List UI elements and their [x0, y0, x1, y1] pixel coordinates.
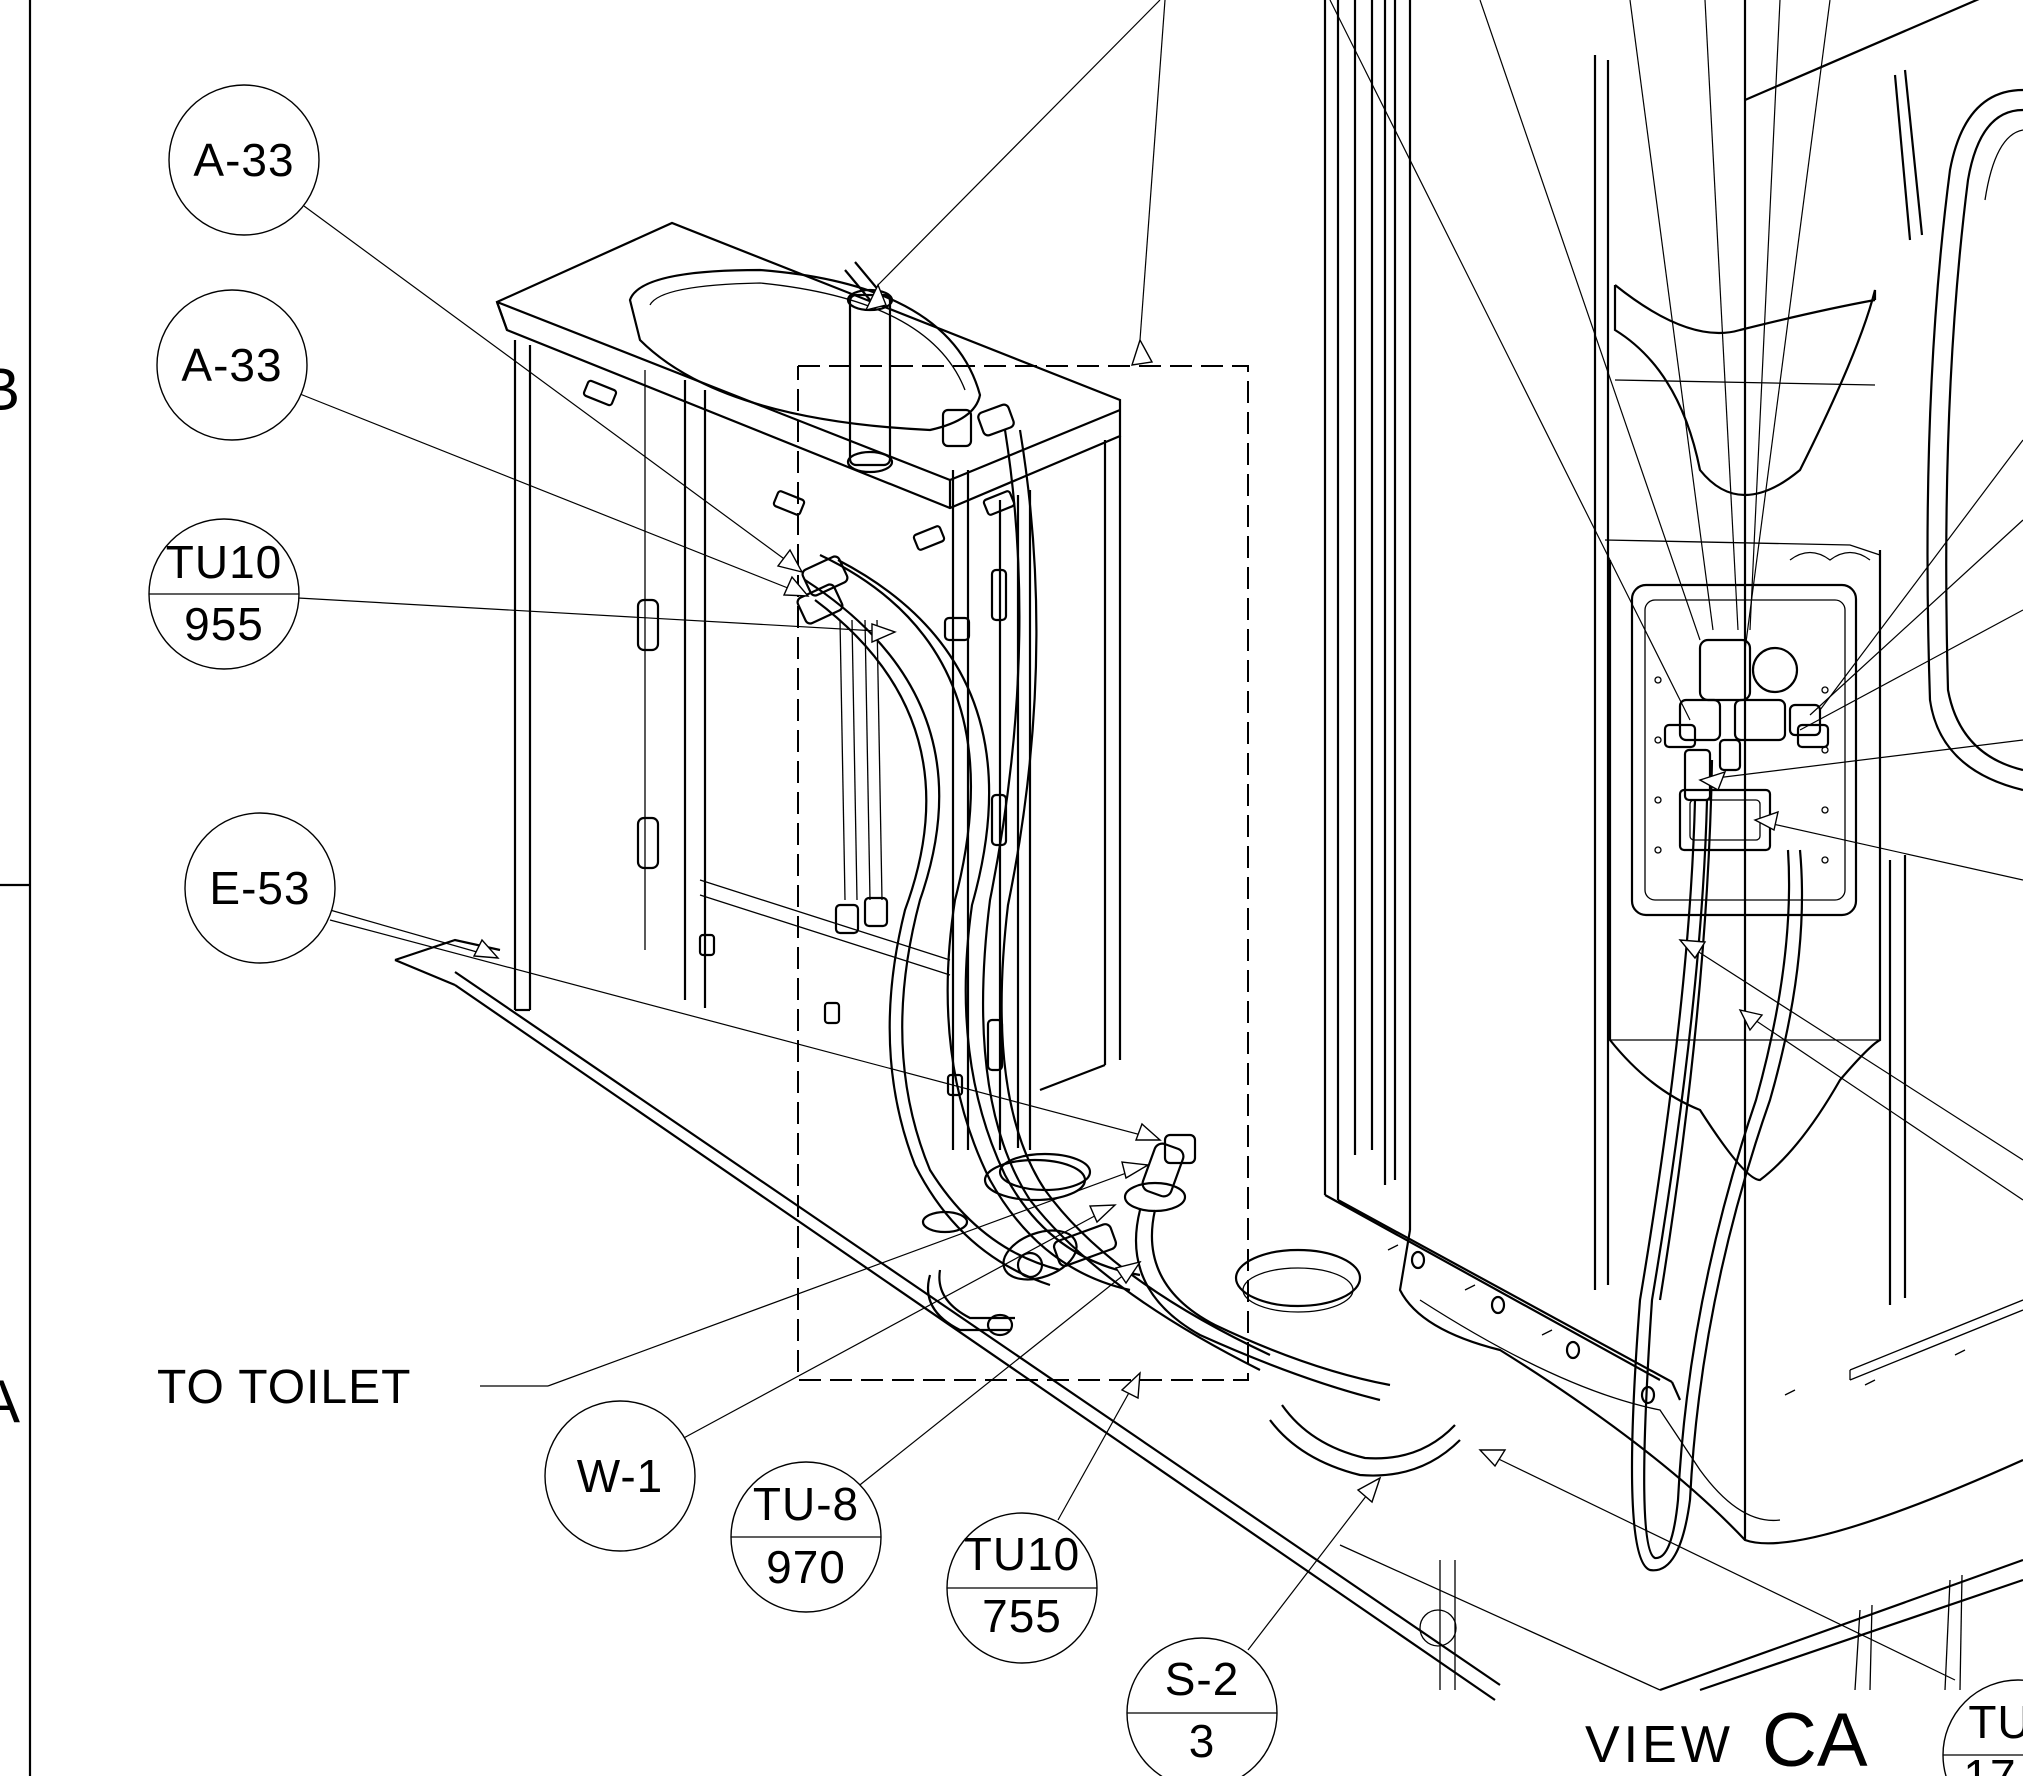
- callout-tu8-970: TU-8 970: [730, 1260, 1142, 1613]
- leader-lines: [864, 0, 2023, 1681]
- view-word: VIEW: [1585, 1716, 1734, 1774]
- callout-a33-lower: A-33: [156, 289, 810, 597]
- callout-s2-3-top: S-2: [1165, 1653, 1240, 1705]
- callout-e53-label: E-53: [209, 862, 310, 914]
- shower-cabin: [983, 0, 2023, 1572]
- view-label: VIEW CA: [1585, 1698, 1868, 1776]
- callout-s2-3-bottom: 3: [1189, 1715, 1216, 1767]
- wash-basin-cabinet: [495, 221, 1122, 1150]
- callout-w1-label: W-1: [577, 1450, 664, 1502]
- callout-tu8-970-top: TU-8: [753, 1478, 859, 1530]
- callout-tu10-755-top: TU10: [964, 1528, 1080, 1580]
- zone-marker-b: B: [0, 356, 20, 423]
- floor-platform: [394, 938, 2023, 1701]
- zone-marker-a: A: [0, 1368, 20, 1435]
- water-hoses: [796, 403, 1461, 1477]
- callout-tu-partial-bottom: 17: [1963, 1750, 2016, 1776]
- drawing-border: B A: [0, 0, 32, 1776]
- to-toilet-label: TO TOILET: [157, 1361, 411, 1414]
- faucet: [844, 261, 894, 474]
- callout-a33-lower-label: A-33: [181, 339, 282, 391]
- callout-tu8-970-bottom: 970: [766, 1541, 846, 1593]
- view-boundary: [797, 365, 1249, 1381]
- view-id: CA: [1762, 1698, 1868, 1776]
- callout-tu10-955-top: TU10: [166, 536, 282, 588]
- callout-tu10-755-bottom: 755: [982, 1590, 1062, 1642]
- callout-tu10-955: TU10 955: [148, 518, 897, 670]
- callout-tu-partial: TU 17: [1942, 1679, 2023, 1776]
- callout-tu-partial-top: TU: [1968, 1696, 2023, 1748]
- callout-w1: W-1: [544, 1204, 1117, 1552]
- callout-tu10-755: TU10 755: [946, 1371, 1141, 1664]
- callout-a33-upper: A-33: [168, 84, 804, 574]
- callout-s2-3: S-2 3: [1126, 1476, 1382, 1776]
- to-toilet-label-group: TO TOILET: [157, 1161, 1151, 1414]
- callout-tu10-955-bottom: 955: [184, 598, 264, 650]
- callout-a33-upper-label: A-33: [193, 134, 294, 186]
- callout-e53: E-53: [184, 812, 1162, 1141]
